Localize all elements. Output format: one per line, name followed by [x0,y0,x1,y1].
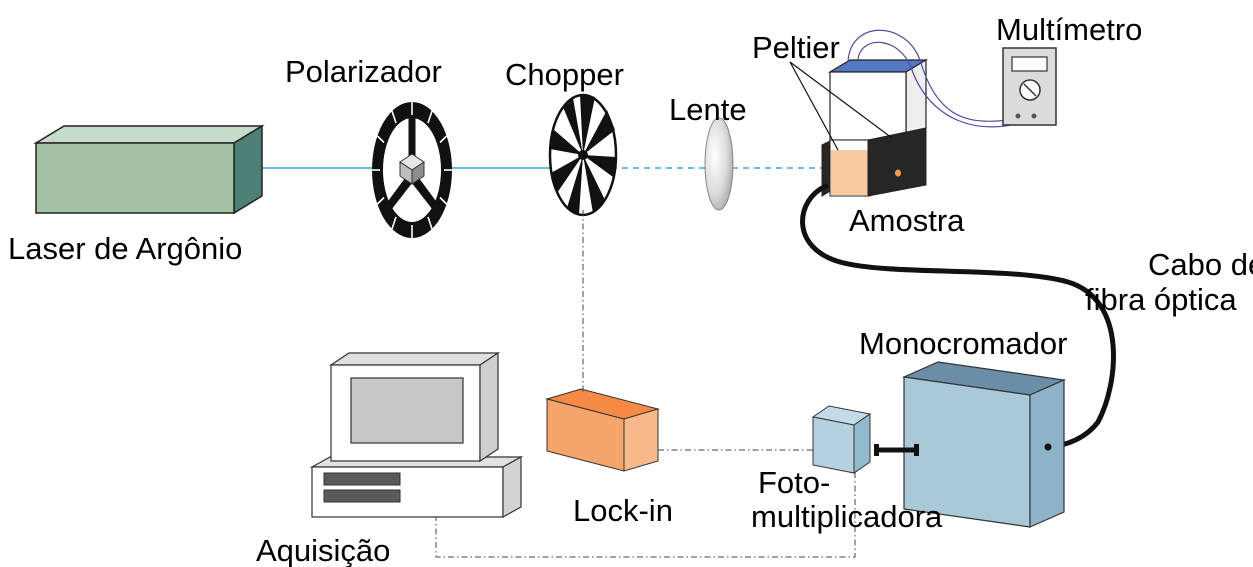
label-photomult-line2: multiplicadora [751,499,943,534]
lockin-side-face [623,408,659,472]
label-chopper: Chopper [505,57,624,92]
photomult-mono-coupler [874,444,919,456]
peltier-pointers [789,61,893,151]
monitor-top [329,352,500,366]
peltier-black-block [867,127,927,197]
label-polarizer: Polarizador [285,54,442,89]
label-lockin: Lock-in [573,493,673,528]
label-sample: Amostra [849,203,965,238]
label-lens: Lente [669,92,747,127]
chopper-blades [550,95,616,215]
signal-lines [435,210,856,558]
pmt-front-face [853,413,871,474]
peltier-upper-side [905,58,927,142]
fiber-optic-cable [800,183,1116,450]
argon-laser [33,124,265,215]
chopper-wheel [548,93,618,217]
monochromator [901,361,1067,528]
label-multimeter: Multímetro [996,12,1142,47]
laser-top-face [33,125,265,144]
multimeter-terminal-right [1031,113,1037,119]
lockin-amplifier [545,388,660,472]
polarizer [372,102,452,238]
photomultiplier [811,405,872,474]
polarizer-cube [399,153,425,185]
polarizer-spokes [383,118,441,214]
peltier-sample-holder [821,58,929,197]
multimeter-terminal-left [1015,113,1021,119]
mono-fiber-port [1044,443,1052,451]
label-photomult-line1: Foto- [758,465,830,500]
photomultiplier-to-computer [435,472,856,558]
computer [309,351,524,519]
lens-body [704,117,734,211]
chopper-hub [578,150,588,160]
multimeter [1002,47,1057,126]
multimeter-display [1011,56,1048,72]
computer-base-side [502,455,522,519]
monitor-side [479,351,499,463]
mono-side-face [1029,379,1065,528]
sample-spot [895,169,901,177]
multimeter-wires [847,29,1035,128]
label-fiber-line2: fibra óptica [1085,282,1237,317]
sample-liquid [831,150,870,195]
label-fiber-line1: Cabo de [1148,247,1253,282]
label-acquisition: Aquisição [256,533,390,567]
label-peltier: Peltier [752,30,840,65]
disk-drive-2 [323,489,401,503]
label-laser: Laser de Argônio [8,231,242,266]
labels: Laser de Argônio Polarizador Chopper Len… [8,12,1253,567]
label-monochromator: Monocromador [859,326,1067,361]
peltier-upper-front [829,71,907,141]
lens [704,117,734,211]
monitor-screen [350,377,464,444]
disk-drive-1 [323,472,401,486]
laser-front-face [35,142,235,214]
polarizer-ring-segments [372,102,452,238]
